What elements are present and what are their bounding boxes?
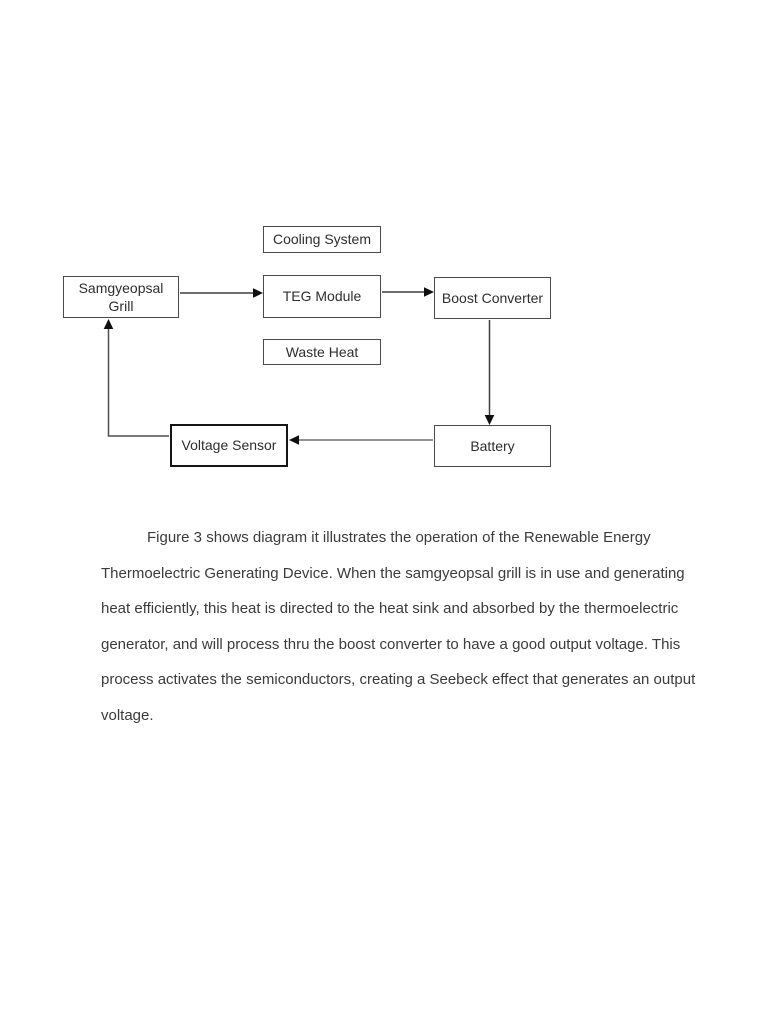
caption-line: process activates the semiconductors, cr… [101,671,696,688]
arrow-grill-to-teg-module [180,288,263,298]
caption-line: Thermoelectric Generating Device. When t… [101,564,685,582]
diagram-box-voltage-sensor: Voltage Sensor [170,424,288,467]
diagram-box-label: Voltage Sensor [181,437,277,454]
arrow-boost-converter-to-battery [484,320,495,425]
arrow-teg-module-to-boost-converter [382,287,434,297]
diagram-box-teg-module: TEG Module [263,275,381,318]
diagram-box-label: Waste Heat [285,343,359,360]
diagram-box-boost-converter: Boost Converter [434,277,551,319]
diagram-box-label: Boost Converter [441,289,544,306]
caption-line: Figure 3 shows diagram it illustrates th… [147,529,651,546]
caption-line: heat efficiently, this heat is directed … [101,600,679,617]
diagram-box-samgyeopsal-grill: Samgyeopsal Grill [63,276,179,318]
diagram-box-cooling-system: Cooling System [263,226,381,253]
diagram-box-waste-heat: Waste Heat [263,339,381,365]
caption-line: generator, and will process thru the boo… [101,635,681,653]
figure-caption-paragraph: Figure 3 shows diagram it illustrates th… [101,520,721,733]
diagram-box-label: TEG Module [282,288,362,305]
arrow-voltage-sensor-to-grill [103,319,169,437]
diagram-box-battery: Battery [434,425,551,467]
caption-line: voltage. [101,706,154,724]
diagram-box-label: Samgyeopsal Grill [78,279,164,314]
diagram-box-label: Cooling System [272,231,372,248]
arrow-battery-to-voltage-sensor [289,435,433,445]
diagram-box-label: Battery [470,437,515,454]
